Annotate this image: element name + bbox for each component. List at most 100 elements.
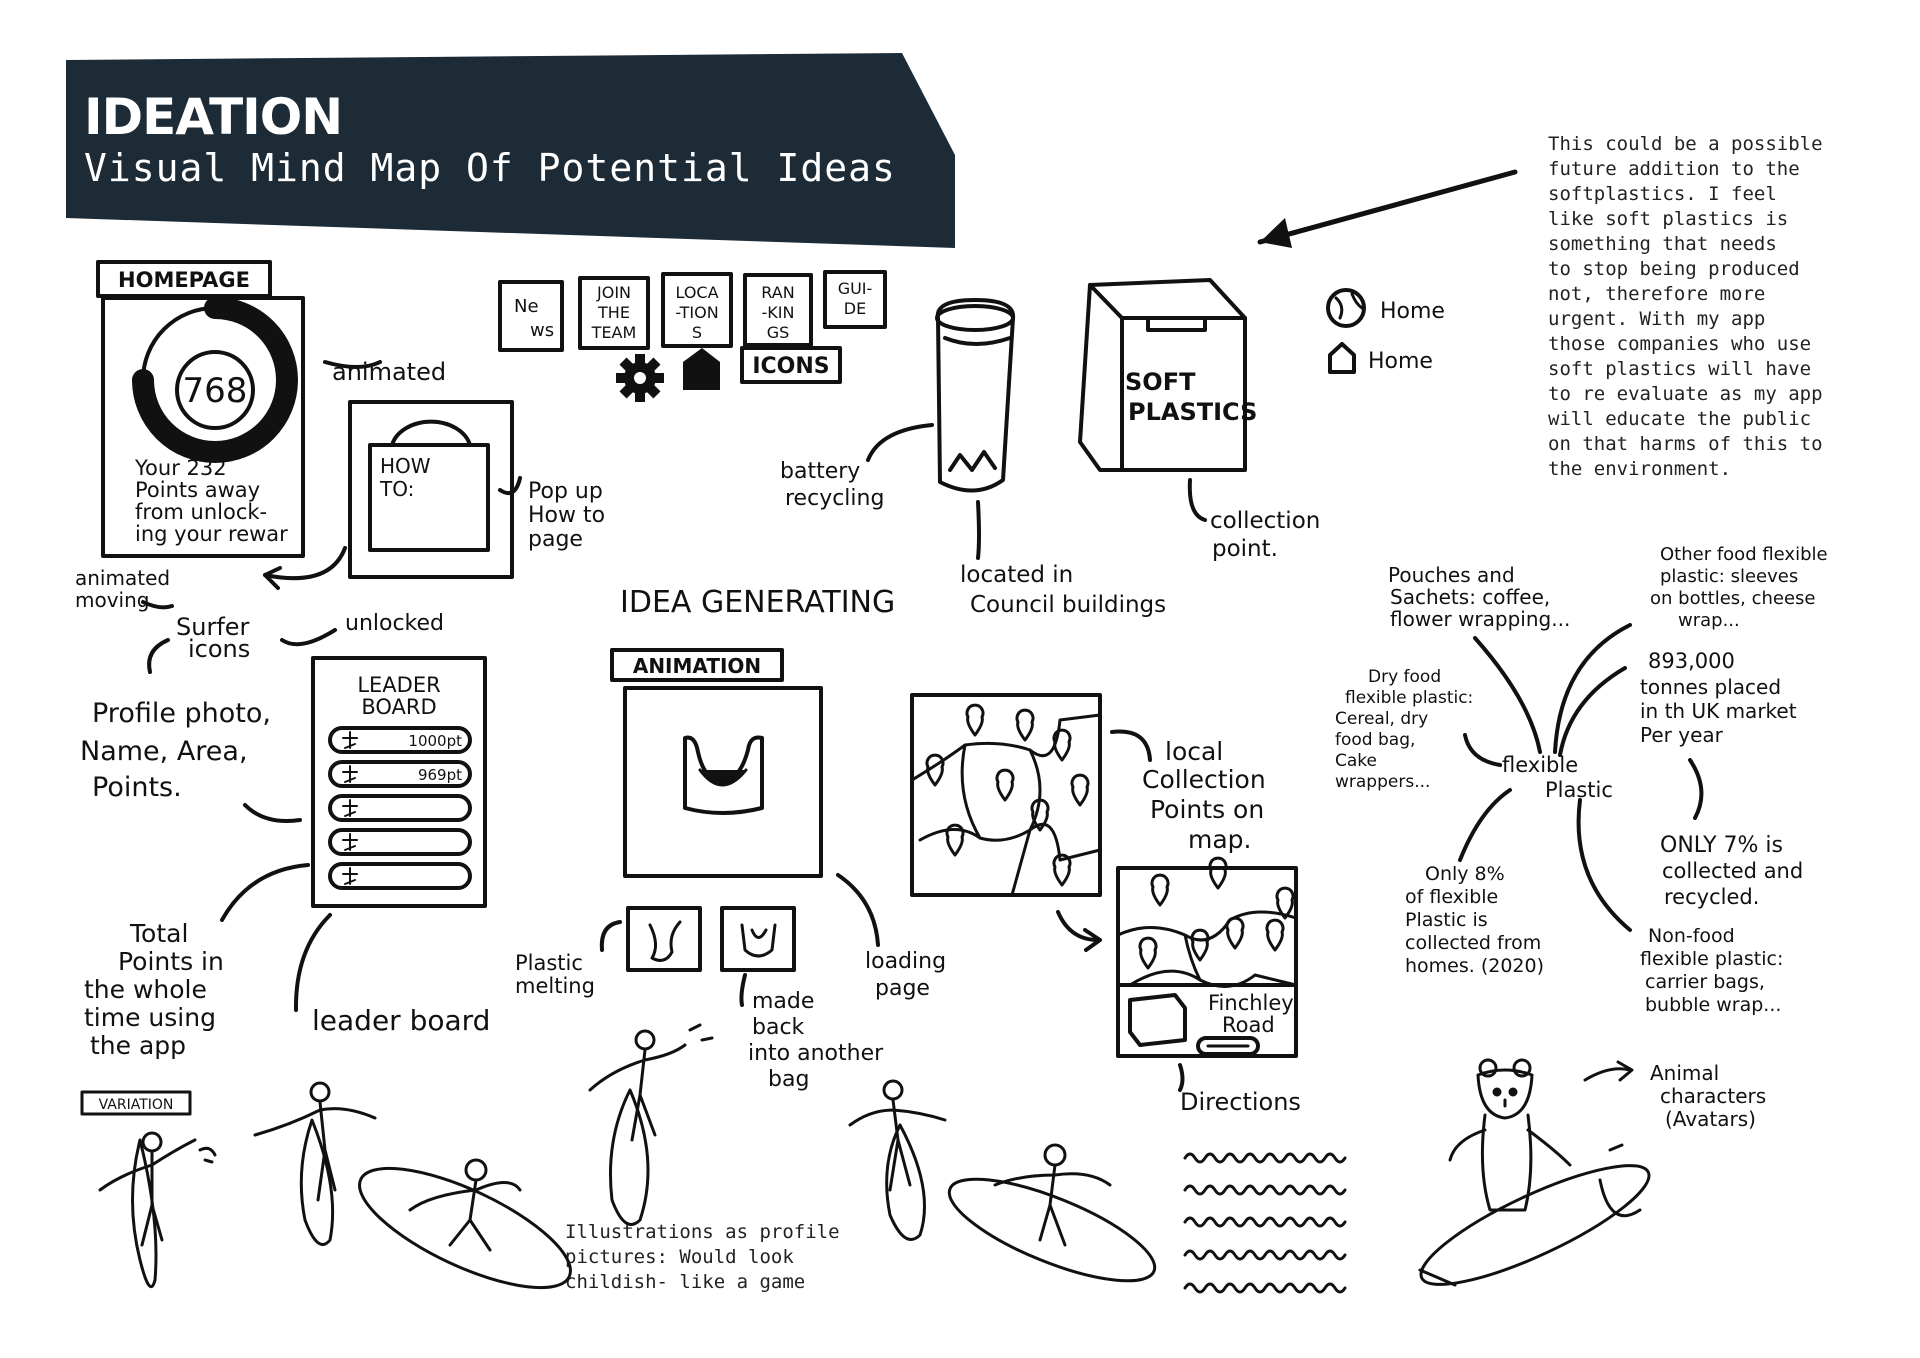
water-waves [1185,1154,1345,1292]
popup-card-arc [392,422,470,445]
soft-plastics-box-2: PLASTICS [1128,398,1257,426]
melting-label-2: melting [515,974,595,998]
unlocked-connector [282,630,335,644]
directions-label: Directions [1180,1088,1301,1116]
animation-tag-text: ANIMATION [633,654,761,678]
dryfood-2: flexible plastic: [1345,688,1473,708]
leaderboard-avatar-icon [343,834,357,850]
nav-tile-rank-1: RAN [761,283,794,302]
wave-line [1185,1154,1345,1162]
only8-branch [1460,790,1510,860]
loading-connector [838,875,878,945]
total-line-2: Points in [118,947,224,976]
leaderboard-avatar-icon [343,800,357,816]
only7-connector [1690,760,1701,818]
total-line-1: Total [129,919,188,948]
dryfood-6: wrappers... [1335,772,1430,792]
only8-5: homes. (2020) [1405,955,1544,977]
nav-tile-team-3: TEAM [591,323,637,342]
leaderboard-title-1: LEADER [357,673,440,697]
melting-frame-2 [722,908,794,970]
surfer-3 [345,1145,586,1311]
surfer-5 [850,1081,945,1240]
map-pin-icon [1210,858,1226,888]
leaderboard-points: 969pt [418,766,462,784]
note-arrowhead [1260,218,1292,248]
local-label-4: map. [1188,825,1252,854]
dryfood-5: Cake [1335,751,1377,771]
flexible-center-1: flexible [1502,753,1578,777]
home-icons-group: Home Home [1328,290,1445,374]
surfer-illustrations: VARIATION [82,1025,1166,1311]
otherfood-3: on bottles, cheese [1650,588,1816,609]
nav-tile-rank-3: GS [767,323,790,342]
map-regions-1 [912,715,1100,895]
profile-connector [245,805,300,821]
home-label-1: Home [1380,299,1445,324]
animation-group: ANIMATION Plastic melting made back into… [515,650,946,1092]
wave-line [1185,1251,1345,1259]
profile-line-3: Points. [92,772,182,803]
points-value: 768 [183,371,248,411]
only8-4: collected from [1405,932,1541,954]
leaderboard-label: leader board [312,1004,490,1037]
made-back-connector [741,975,745,1005]
surfer-1 [100,1133,215,1287]
animated-moving-1: animated [75,566,170,590]
homepage-caption-1: Your 232 [134,456,227,480]
street-line-2: Road [1222,1013,1275,1037]
loading-label-2: page [875,976,930,1001]
map-pin-icon [1227,918,1243,948]
animated-moving-2: moving [75,588,149,612]
wave-line [1185,1218,1345,1226]
wave-line [1185,1284,1345,1292]
made-back-1: made [752,989,814,1014]
popup-label-3: page [528,527,583,552]
popup-label-2: How to [528,503,605,528]
nav-tile-news-2: ws [530,320,554,341]
dryfood-4: food bag, [1335,730,1415,750]
homepage-caption-4: ing your rewar [135,522,288,546]
leaderboard-avatar-icon [343,766,357,782]
leaderboard-connector [296,915,330,1010]
gear-icon-hole [634,372,646,384]
pouches-1: Pouches and [1388,563,1515,587]
homepage-tag-text: HOMEPAGE [118,268,250,292]
tonnes-2: tonnes placed [1640,675,1781,699]
dryfood-3: Cereal, dry [1335,709,1428,729]
only7-3: recycled. [1664,885,1759,909]
pouches-branch [1475,638,1540,752]
map-pin-icon [1140,938,1156,968]
only7-1: ONLY 7% is [1660,833,1783,858]
globe-icon-lines [1336,294,1362,318]
animal-label-1: Animal [1650,1061,1719,1085]
battery-label-1: battery [780,459,860,484]
map-pin-icon [1192,930,1208,960]
directions-connector [1180,1065,1183,1090]
animal-label-3: (Avatars) [1665,1107,1756,1131]
tonnes-branch [1560,668,1625,755]
flexible-plastic-group: flexible Plastic Pouches and Sachets: co… [1335,544,1828,1016]
nav-tile-loc-3: S [692,323,702,342]
only8-3: Plastic is [1405,909,1488,931]
nav-tiles-group: Ne ws JOIN THE TEAM LOCA -TION S RAN -KI… [500,272,885,402]
map-pin-icon [997,770,1013,800]
located-label-1: located in [960,562,1073,588]
total-line-4: time using [84,1003,216,1032]
bag-handle-dark [700,770,746,785]
map-pin-icon [1054,730,1070,760]
leaderboard-avatar-icon [343,732,357,748]
nav-tile-team-2: THE [597,303,630,322]
located-label-2: Council buildings [970,592,1166,618]
bear-avatar [1409,1060,1661,1305]
map-pin-icon [1017,710,1033,740]
only7-2: collected and [1662,859,1803,883]
animated-label: animated [332,358,446,386]
wave-line [1185,1186,1345,1194]
nav-tile-guide-1: GUI- [838,279,873,298]
leaderboard-rows: 1000pt969pt [330,728,470,888]
nav-tile-team-1: JOIN [596,283,631,302]
collection-label-1: collection [1210,508,1320,534]
battery-label-2: recycling [785,486,884,511]
